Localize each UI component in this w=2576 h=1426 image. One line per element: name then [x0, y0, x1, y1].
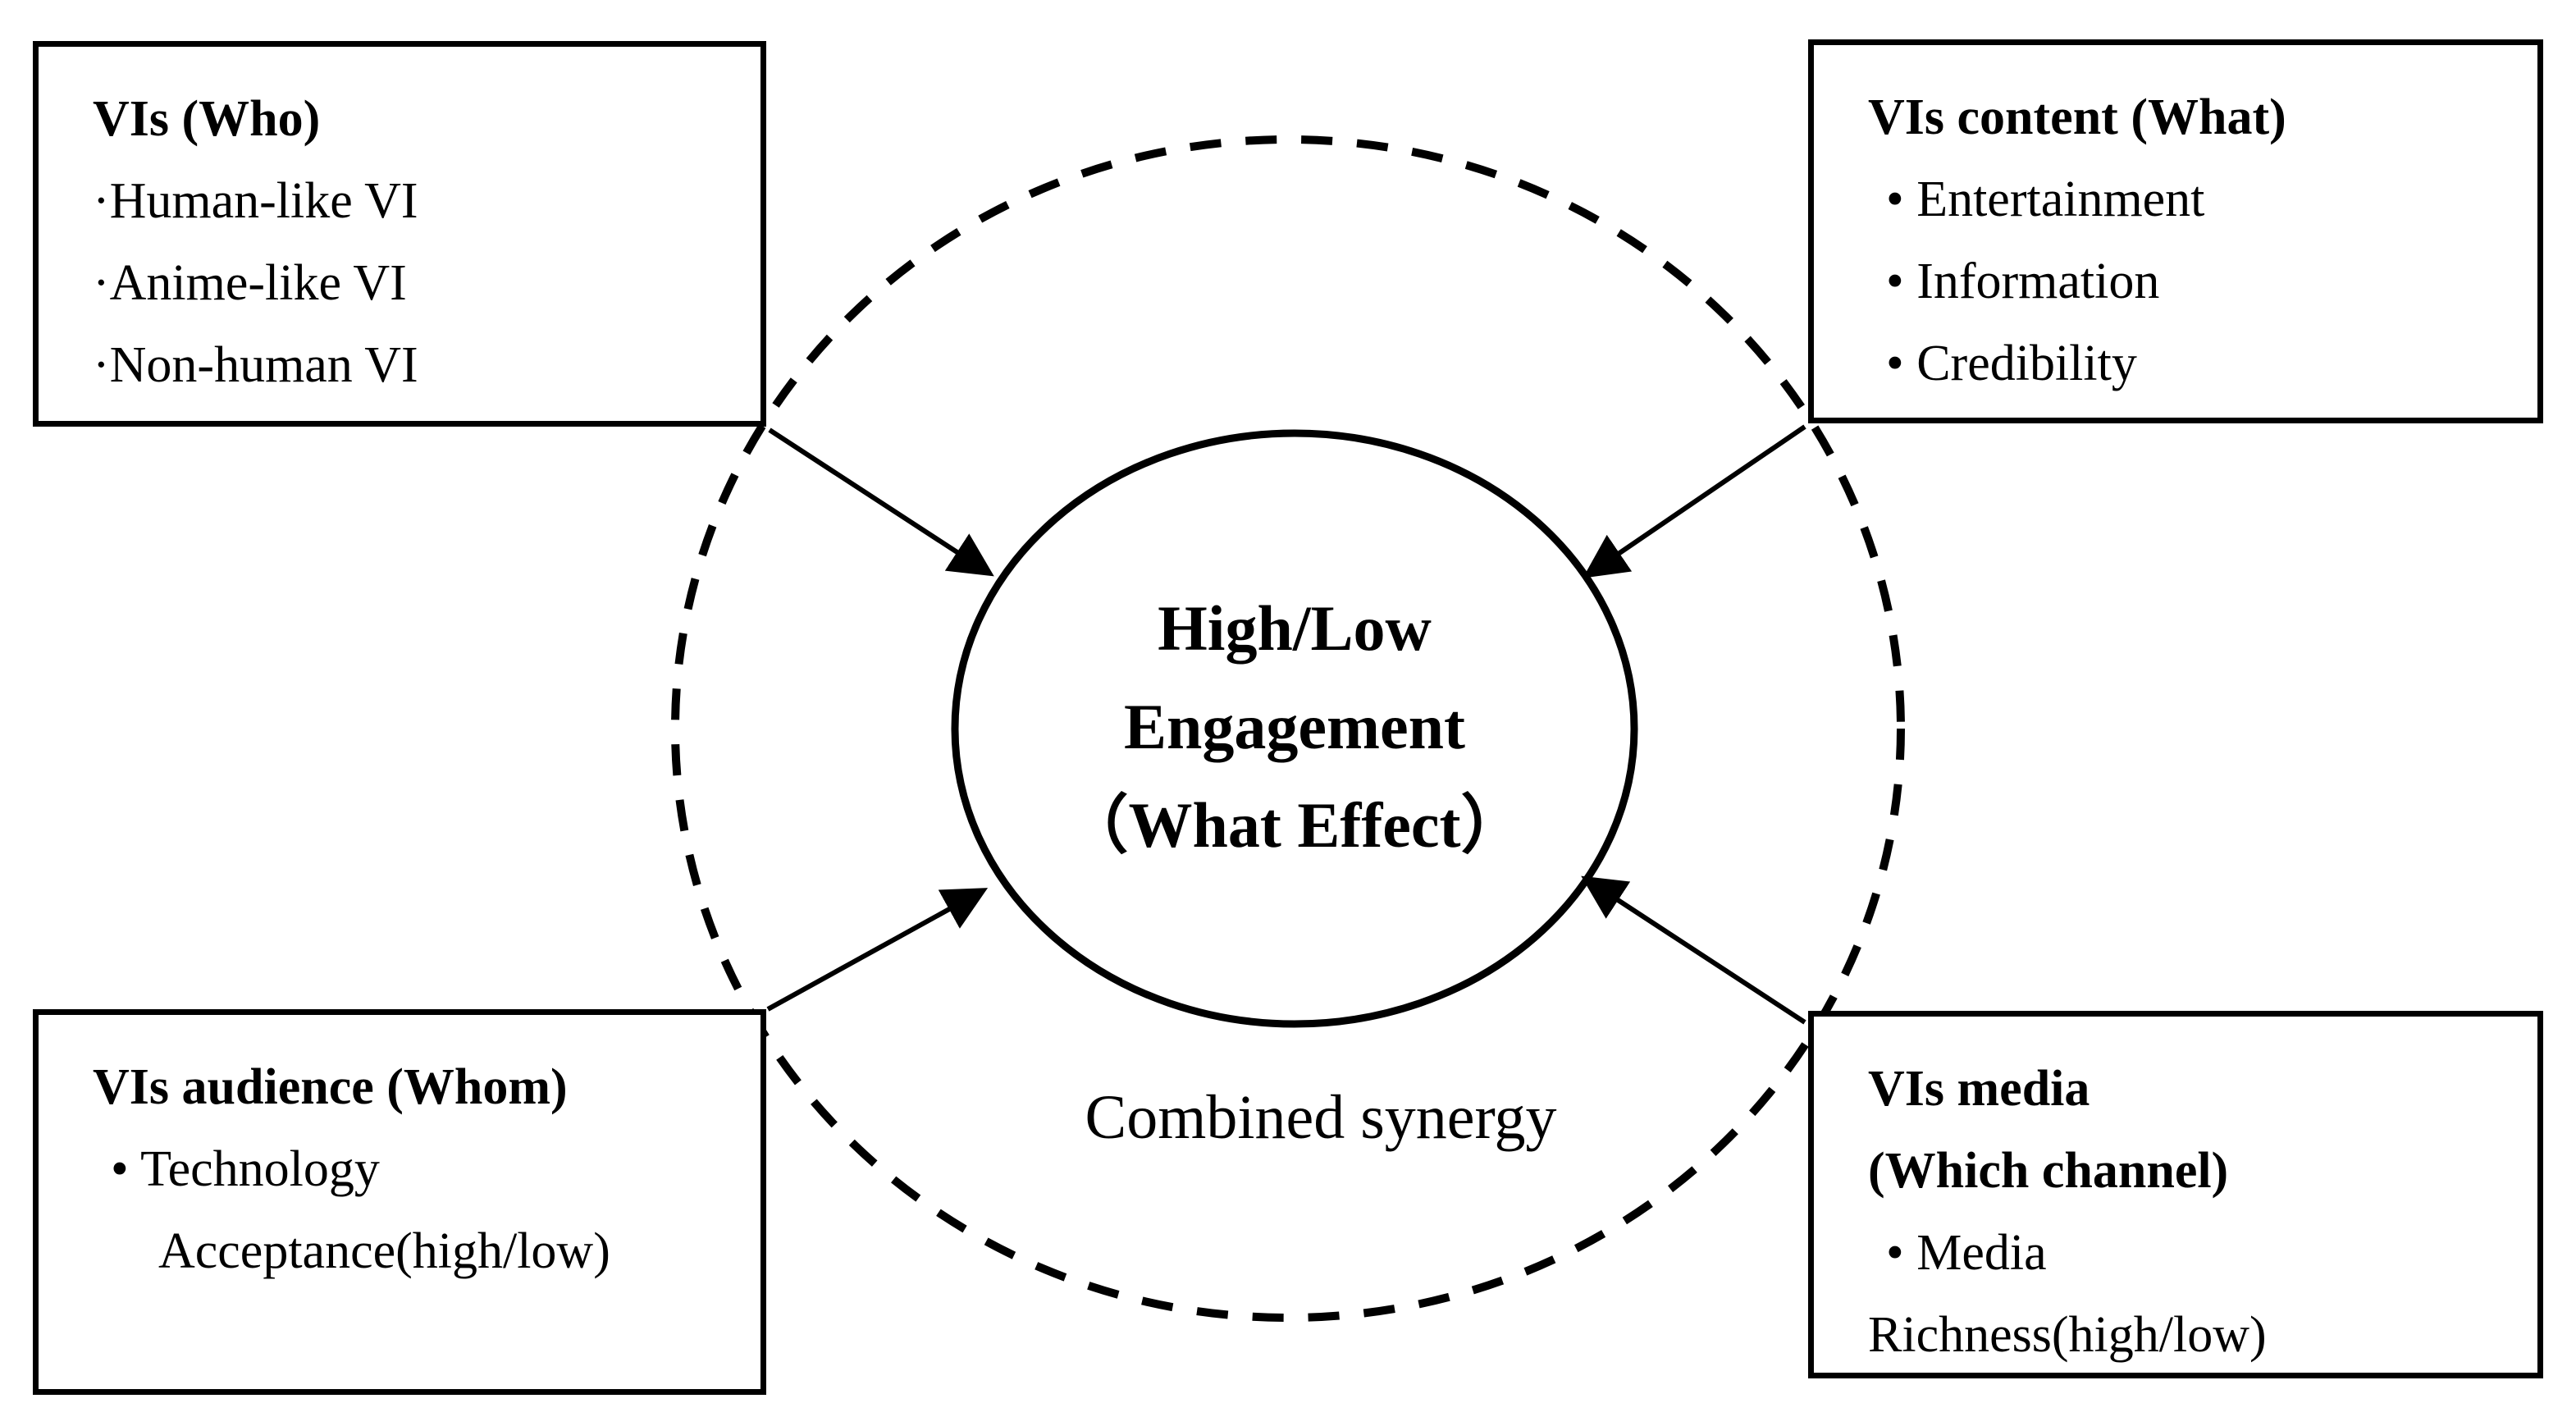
box-who: VIs (Who) ·Human-like VI ·Anime-like VI …	[33, 41, 766, 427]
dashed-synergy-circle	[671, 135, 1905, 1322]
box-media-item: Richness(high/low)	[1868, 1307, 2267, 1363]
engagement-circle	[951, 429, 1638, 1028]
box-media: VIs media (Which channel) • Media Richne…	[1808, 1011, 2543, 1378]
box-content: VIs content (What) • Entertainment • Inf…	[1808, 39, 2543, 423]
box-who-item: ·Anime-like VI	[93, 255, 407, 311]
arrow-audience	[766, 888, 989, 1012]
engagement-label: High/Low Engagement （What Effect）	[955, 579, 1634, 875]
box-who-item: ·Human-like VI	[93, 173, 418, 229]
box-audience: VIs audience (Whom) • Technology Accepta…	[33, 1009, 766, 1395]
box-content-item: • Credibility	[1886, 336, 2137, 391]
arrow-content	[1583, 424, 1806, 578]
box-who-title: VIs (Who)	[93, 91, 321, 147]
box-media-item: • Media	[1886, 1225, 2047, 1281]
box-audience-title: VIs audience (Whom)	[93, 1059, 568, 1115]
arrow-media	[1581, 875, 1806, 1025]
combined-synergy-label: Combined synergy	[1085, 1083, 1557, 1152]
arrow-who	[768, 427, 994, 577]
engagement-label-line: （What Effect）	[1064, 789, 1525, 861]
engagement-label-line: Engagement	[1124, 691, 1465, 762]
box-who-item: ·Non-human VI	[93, 337, 418, 393]
engagement-label-line: High/Low	[1158, 592, 1432, 664]
box-audience-item: • Technology	[111, 1141, 380, 1197]
box-media-title: (Which channel)	[1868, 1143, 2229, 1199]
box-audience-item: Acceptance(high/low)	[158, 1223, 610, 1279]
box-media-title: VIs media	[1868, 1061, 2090, 1117]
box-content-item: • Information	[1886, 254, 2160, 309]
box-content-item: • Entertainment	[1886, 171, 2205, 227]
box-content-title: VIs content (What)	[1868, 89, 2286, 145]
